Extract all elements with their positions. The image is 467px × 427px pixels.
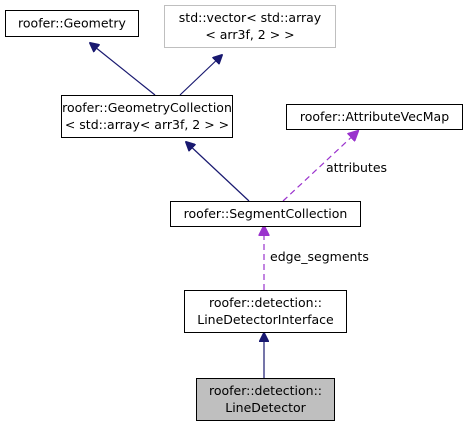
node-line-detector-label-line2: LineDetector (225, 400, 306, 415)
edge-segmentcollection-to-attributevecmap (282, 131, 358, 202)
edge-segmentcollection-to-geometrycollection (186, 142, 250, 202)
node-attribute-vec-map[interactable]: roofer::AttributeVecMap (286, 104, 463, 130)
node-geometry-collection[interactable]: roofer::GeometryCollection < std::array<… (61, 95, 233, 138)
edge-geometrycollection-to-geometry (90, 43, 156, 96)
node-geometry-label: roofer::Geometry (18, 16, 127, 31)
node-std-vector-label-line2: < arr3f, 2 > > (205, 27, 294, 42)
node-attribute-vec-map-label: roofer::AttributeVecMap (300, 109, 449, 124)
edge-segments-edge-label: edge_segments (270, 249, 369, 264)
node-line-detector-label-line1: roofer::detection:: (209, 383, 322, 398)
node-geometry[interactable]: roofer::Geometry (5, 10, 139, 37)
node-line-detector-interface-label-line1: roofer::detection:: (209, 295, 322, 310)
node-geometry-collection-label-line2: < std::array< arr3f, 2 > > (65, 117, 229, 132)
attributes-edge-label: attributes (326, 160, 387, 175)
node-line-detector-interface[interactable]: roofer::detection:: LineDetectorInterfac… (184, 290, 347, 333)
node-line-detector-interface-label-line2: LineDetectorInterface (197, 312, 334, 327)
edge-geometrycollection-to-vector (179, 55, 222, 96)
node-segment-collection[interactable]: roofer::SegmentCollection (170, 201, 361, 227)
node-geometry-collection-label-line1: roofer::GeometryCollection (62, 100, 232, 115)
node-segment-collection-label: roofer::SegmentCollection (184, 206, 348, 221)
node-std-vector[interactable]: std::vector< std::array < arr3f, 2 > > (164, 5, 336, 48)
node-std-vector-label-line1: std::vector< std::array (179, 10, 322, 25)
node-line-detector[interactable]: roofer::detection:: LineDetector (196, 378, 335, 421)
